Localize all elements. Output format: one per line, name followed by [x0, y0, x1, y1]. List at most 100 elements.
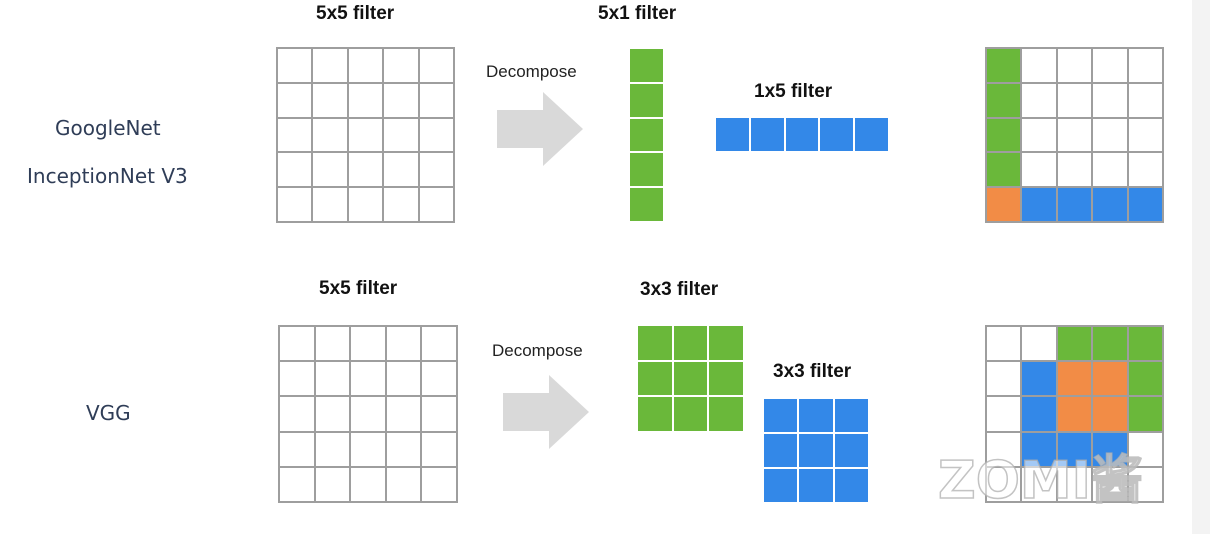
grid-cell — [1057, 467, 1092, 501]
grid-cell — [278, 188, 312, 221]
grid-cell — [750, 118, 784, 151]
grid-cell — [855, 118, 888, 151]
grid-cell — [278, 153, 312, 187]
grid-cell — [673, 397, 708, 431]
grid-cell — [638, 361, 672, 396]
grid-cell — [384, 153, 418, 187]
grid-cell — [419, 118, 453, 152]
grid-cell — [315, 327, 350, 361]
grid-cell — [348, 118, 383, 152]
network-label-googlenet: GoogleNet — [55, 116, 161, 140]
decompose-arrow-row2 — [503, 375, 589, 449]
grid-cell — [351, 432, 385, 466]
grid-cell — [313, 83, 347, 117]
grid-cell — [630, 188, 663, 221]
grid-cell — [1057, 362, 1092, 396]
grid-cell — [987, 467, 1021, 501]
second-3x3-filter — [762, 397, 870, 504]
vertical-filter-label: 5x1 filter — [598, 3, 677, 24]
grid-cell — [1093, 83, 1127, 117]
grid-cell — [1057, 188, 1092, 221]
grid-cell — [1128, 49, 1162, 82]
grid-cell — [384, 188, 418, 221]
grid-cell — [834, 469, 868, 502]
grid-cell — [764, 399, 798, 432]
grid-cell — [384, 83, 418, 117]
grid-cell — [630, 49, 663, 82]
network-label-inceptionnet-v3: InceptionNet V3 — [27, 164, 188, 188]
grid-cell — [422, 362, 456, 396]
second-3x3-filter-label: 3x3 filter — [773, 361, 852, 382]
grid-cell — [348, 49, 383, 82]
grid-cell — [1057, 118, 1092, 152]
grid-cell — [422, 397, 456, 431]
grid-cell — [351, 327, 385, 361]
grid-cell — [1093, 327, 1127, 361]
grid-cell — [386, 362, 421, 396]
grid-cell — [987, 83, 1021, 117]
decompose-arrow-row1 — [497, 92, 583, 166]
grid-cell — [313, 153, 347, 187]
grid-cell — [384, 49, 418, 82]
grid-cell — [987, 118, 1021, 152]
grid-cell — [785, 118, 819, 151]
grid-cell — [1057, 327, 1092, 361]
grid-cell — [315, 397, 350, 431]
grid-cell — [987, 362, 1021, 396]
grid-cell — [1128, 188, 1162, 221]
grid-cell — [419, 188, 453, 221]
grid-cell — [673, 326, 708, 360]
grid-cell — [673, 361, 708, 396]
grid-cell — [987, 432, 1021, 466]
grid-cell — [315, 362, 350, 396]
grid-cell — [1093, 153, 1127, 187]
grid-cell — [1093, 432, 1127, 466]
grid-cell — [1057, 432, 1092, 466]
grid-cell — [419, 83, 453, 117]
grid-cell — [278, 49, 312, 82]
grid-cell — [709, 326, 743, 360]
grid-cell — [313, 188, 347, 221]
grid-cell — [386, 467, 421, 501]
grid-cell — [278, 118, 312, 152]
grid-cell — [351, 467, 385, 501]
grid-cell — [987, 327, 1021, 361]
grid-cell — [1022, 188, 1056, 221]
grid-cell — [1022, 467, 1056, 501]
grid-cell — [1022, 118, 1056, 152]
grid-cell — [987, 153, 1021, 187]
network-label-vgg: VGG — [86, 401, 131, 425]
grid-cell — [764, 434, 798, 467]
decompose-label-row1: Decompose — [486, 62, 577, 81]
grid-cell — [313, 118, 347, 152]
grid-cell — [1022, 397, 1056, 431]
input-5x5-grid-row1 — [276, 47, 455, 223]
zomi-watermark-logo: ZOMI酱 — [938, 450, 1144, 508]
grid-cell — [764, 469, 798, 502]
watermark-text: ZOMI酱 — [938, 451, 1143, 508]
input-filter-label-row1: 5x5 filter — [316, 3, 395, 24]
grid-cell — [1128, 83, 1162, 117]
grid-cell — [820, 118, 854, 151]
grid-cell — [1022, 432, 1056, 466]
grid-cell — [1093, 49, 1127, 82]
grid-cell — [419, 49, 453, 82]
grid-cell — [638, 397, 672, 431]
grid-cell — [313, 49, 347, 82]
grid-cell — [1128, 467, 1162, 501]
grid-cell — [987, 188, 1021, 221]
grid-cell — [280, 362, 314, 396]
grid-cell — [834, 399, 868, 432]
grid-cell — [1128, 327, 1162, 361]
grid-cell — [419, 153, 453, 187]
grid-cell — [386, 432, 421, 466]
horizontal-1x5-filter — [714, 116, 890, 153]
grid-cell — [630, 118, 663, 152]
grid-cell — [1128, 432, 1162, 466]
grid-cell — [799, 399, 833, 432]
grid-cell — [709, 397, 743, 431]
grid-cell — [280, 327, 314, 361]
grid-cell — [1093, 467, 1127, 501]
grid-cell — [280, 397, 314, 431]
grid-cell — [1093, 188, 1127, 221]
